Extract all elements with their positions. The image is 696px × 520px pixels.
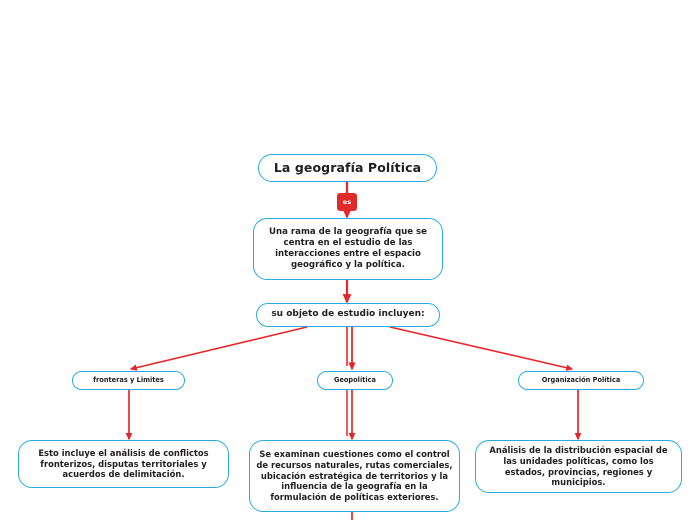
node-object-of-study-label: su objeto de estudio incluyen: (271, 309, 425, 320)
node-object-of-study[interactable]: su objeto de estudio incluyen: (256, 303, 440, 327)
node-branch-fronteras-y-limites[interactable]: fronteras y Limites (72, 371, 185, 390)
node-detail-fronteras-y-limites[interactable]: Esto incluye el análisis de conflictos f… (18, 440, 229, 488)
language-badge[interactable]: es (337, 193, 357, 211)
node-detail-label: Se examinan cuestiones como el control d… (256, 449, 453, 503)
edge-object-to-branch-2 (389, 326, 574, 371)
node-definition[interactable]: Una rama de la geografía que se centra e… (253, 218, 443, 280)
node-detail-organizacion-politica[interactable]: Análisis de la distribución espacial de … (475, 440, 682, 493)
node-branch-label: fronteras y Limites (93, 376, 164, 385)
node-detail-geopolitica[interactable]: Se examinan cuestiones como el control d… (249, 440, 460, 512)
node-root-label: La geografía Política (273, 160, 422, 175)
node-branch-label: Organización Política (541, 376, 621, 385)
node-branch-organizacion-politica[interactable]: Organización Política (518, 371, 644, 390)
node-detail-label: Esto incluye el análisis de conflictos f… (38, 447, 209, 480)
node-detail-label: Análisis de la distribución espacial de … (489, 445, 668, 488)
node-definition-label: Una rama de la geografía que se centra e… (269, 227, 427, 270)
language-badge-label: es (342, 198, 352, 206)
edge-object-to-branch-0 (129, 326, 308, 371)
node-branch-label: Geopolítica (334, 376, 376, 385)
node-root[interactable]: La geografía Política (258, 154, 437, 182)
node-branch-geopolitica[interactable]: Geopolítica (317, 371, 393, 390)
